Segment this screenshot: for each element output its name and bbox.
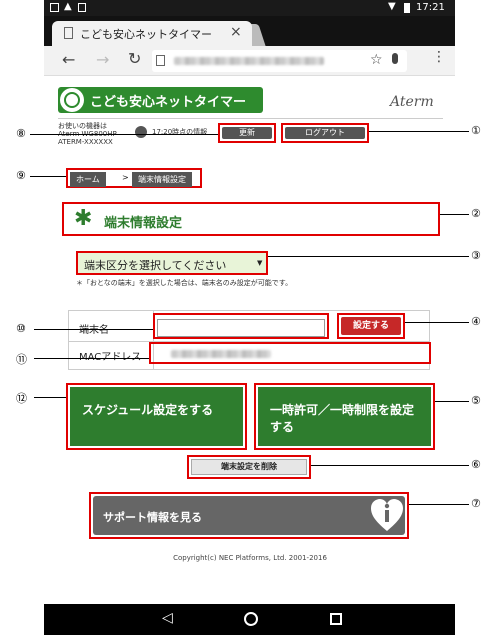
- brand-logo: Aterm: [390, 94, 434, 110]
- leader-12: [34, 397, 66, 398]
- notification-icon: [78, 3, 86, 12]
- image-icon: [50, 3, 59, 12]
- callout-3: ③: [471, 249, 481, 262]
- menu-icon[interactable]: ⋮: [432, 49, 446, 65]
- set-button-box: 設定する: [337, 313, 405, 339]
- chevron-down-icon: ▼: [257, 259, 263, 267]
- nav-back-icon[interactable]: ◁: [162, 610, 173, 626]
- leader-5: [435, 401, 469, 402]
- callout-2: ②: [471, 207, 481, 220]
- android-nav-bar: ◁: [44, 604, 455, 635]
- leader-6: [311, 465, 469, 466]
- temporary-button-box: 一時許可／一時制限を設定する: [254, 383, 435, 450]
- leader-1: [369, 131, 469, 132]
- temporary-permission-button[interactable]: 一時許可／一時制限を設定する: [258, 387, 431, 446]
- clock-icon: [135, 126, 147, 138]
- logout-callout-box: ログアウト: [281, 123, 369, 143]
- leader-10: [34, 329, 153, 330]
- logout-button[interactable]: ログアウト: [285, 127, 365, 139]
- forward-icon[interactable]: →: [96, 50, 110, 69]
- browser-toolbar: ← → ↻ ☆ ⋮: [44, 46, 455, 76]
- page-title-box: ✱ 端末情報設定: [62, 202, 440, 236]
- nav-home-icon[interactable]: [244, 612, 258, 626]
- warning-icon: ▲: [64, 1, 72, 12]
- support-button-label: サポート情報を見る: [103, 511, 202, 524]
- leader-8: [30, 134, 218, 135]
- callout-8: ⑧: [16, 127, 26, 140]
- clock-time: 17:21: [416, 2, 445, 13]
- callout-4: ④: [471, 315, 481, 328]
- callout-5: ⑤: [471, 394, 481, 407]
- tab-strip: こども安心ネットタイマー ×: [44, 16, 455, 46]
- url-text: [174, 57, 324, 65]
- device-type-note: ＊「おとなの端末」を選択した場合は、端末名のみ設定が可能です。: [76, 279, 293, 287]
- set-button[interactable]: 設定する: [341, 317, 401, 335]
- battery-icon: [404, 3, 410, 13]
- callout-7: ⑦: [471, 497, 481, 510]
- leader-3: [268, 256, 469, 257]
- gear-icon: ✱: [74, 206, 93, 231]
- refresh-callout-box: 更新: [218, 123, 276, 143]
- schedule-button[interactable]: スケジュール設定をする: [70, 387, 243, 446]
- schedule-button-box: スケジュール設定をする: [66, 383, 247, 450]
- tab-title: こども安心ネットタイマー: [80, 28, 212, 41]
- info-heart-icon: [371, 499, 403, 533]
- delete-button-box: 端末設定を削除: [187, 455, 311, 479]
- leader-4: [405, 322, 469, 323]
- wifi-icon: ▼: [388, 1, 396, 12]
- support-info-button[interactable]: サポート情報を見る: [93, 496, 405, 535]
- app-logo: こども安心ネットタイマー: [58, 87, 263, 113]
- form-col-divider: [153, 311, 154, 369]
- leader-9: [30, 176, 66, 177]
- device-name-input[interactable]: [157, 318, 325, 337]
- callout-1: ①: [471, 124, 481, 137]
- nav-recents-icon[interactable]: [330, 613, 342, 625]
- back-icon[interactable]: ←: [62, 50, 76, 69]
- star-icon[interactable]: ☆: [370, 52, 383, 68]
- browser-tab[interactable]: こども安心ネットタイマー ×: [52, 21, 252, 46]
- address-bar[interactable]: ☆: [152, 50, 407, 72]
- update-time: 17:20時点の情報: [152, 128, 208, 136]
- delete-device-button[interactable]: 端末設定を削除: [191, 459, 307, 475]
- callout-6: ⑥: [471, 458, 481, 471]
- page-info-icon: [156, 55, 165, 66]
- breadcrumb: ホーム > 端末情報設定: [66, 168, 202, 188]
- page-icon: [64, 27, 73, 39]
- device-name-label: 端末名: [79, 325, 109, 336]
- device-form-table: 端末名 MACアドレス: [68, 310, 430, 370]
- callout-12: ⑫: [16, 392, 27, 405]
- tab-close-icon[interactable]: ×: [230, 24, 242, 40]
- copyright: Copyright(c) NEC Platforms, Ltd. 2001-20…: [173, 554, 327, 562]
- mac-address-value: [171, 350, 271, 358]
- leader-7: [409, 504, 469, 505]
- device-id: ATERM-XXXXXX: [58, 138, 113, 146]
- support-button-box: サポート情報を見る: [89, 492, 409, 539]
- breadcrumb-home[interactable]: ホーム: [70, 172, 106, 187]
- timer-logo-icon: [60, 88, 84, 112]
- header-divider: [58, 118, 443, 119]
- logo-title: こども安心ネットタイマー: [90, 95, 247, 110]
- form-row-divider: [69, 341, 429, 342]
- device-type-selected: 端末区分を選択してください: [84, 259, 227, 272]
- refresh-button[interactable]: 更新: [222, 127, 272, 139]
- reload-icon[interactable]: ↻: [128, 49, 142, 68]
- mac-address-box: [149, 342, 431, 364]
- mac-address-label: MACアドレス: [79, 348, 141, 363]
- breadcrumb-separator: >: [120, 172, 131, 183]
- device-info-label: お使いの機器は: [58, 122, 107, 130]
- status-bar: ▲ ▼ 17:21: [44, 0, 455, 16]
- device-name-input-box: [153, 313, 329, 339]
- device-type-select[interactable]: 端末区分を選択してください ▼: [76, 251, 268, 275]
- breadcrumb-current: 端末情報設定: [132, 172, 192, 187]
- callout-10: ⑩: [16, 322, 26, 335]
- mic-icon[interactable]: [392, 53, 398, 64]
- leader-2: [440, 214, 469, 215]
- callout-9: ⑨: [16, 169, 26, 182]
- page-title: 端末情報設定: [104, 216, 183, 231]
- leader-11: [34, 358, 149, 359]
- callout-11: ⑪: [16, 353, 27, 366]
